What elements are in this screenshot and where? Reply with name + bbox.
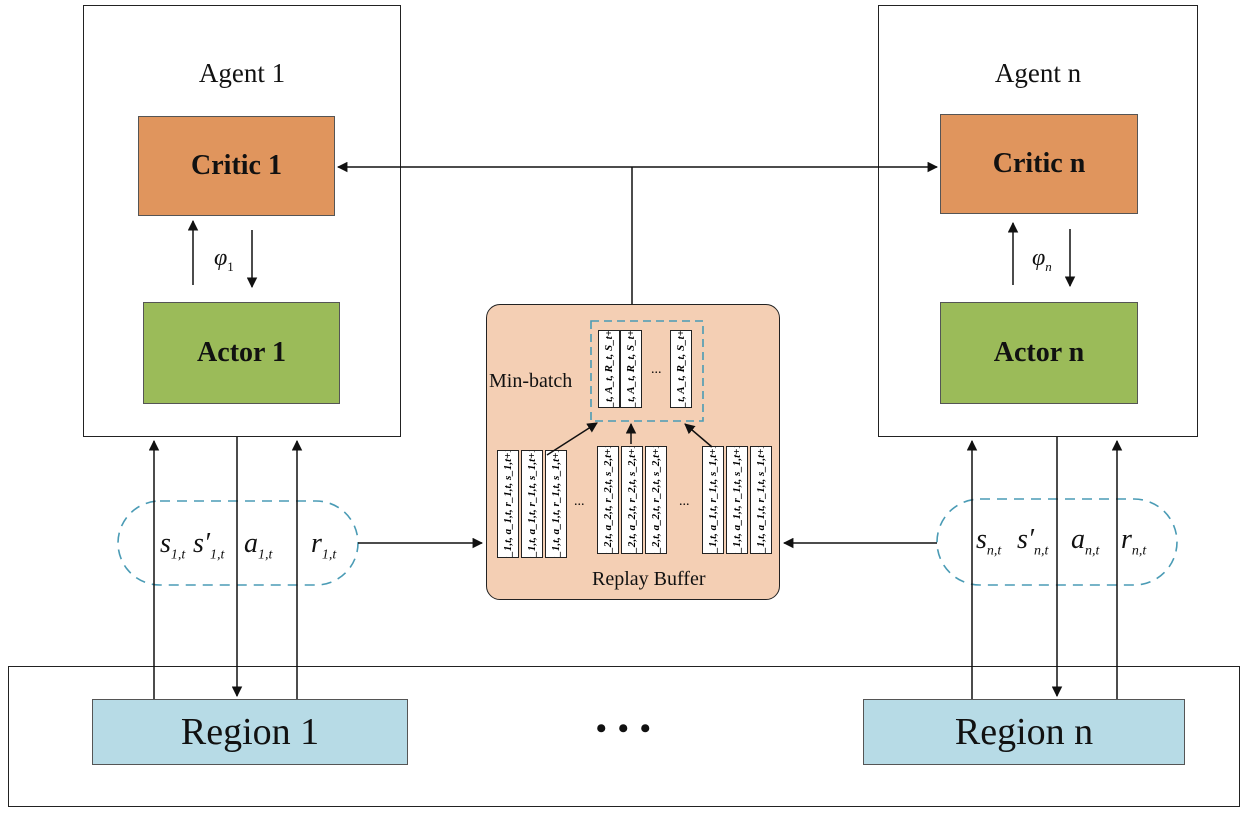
minibatch-label: Min-batch xyxy=(489,370,573,392)
critic-n-box: Critic n xyxy=(940,114,1138,214)
buffer-cell-3: (s_1,t, a_1,t, r_1,t, s_1,t+1) xyxy=(545,450,567,558)
buffer-cell-2: (s_1,t, a_1,t, r_1,t, s_1,t+1) xyxy=(521,450,543,558)
sample-arrow-3 xyxy=(684,423,713,448)
param-label-1: φ1 xyxy=(214,245,234,274)
agent-1-title: Agent 1 xyxy=(198,58,286,88)
buffer-cell-4: (s_2,t, a_2,t, r_2,t, s_2,t+1) xyxy=(597,446,619,554)
obs-1-state: s1,t xyxy=(160,528,186,563)
buffer-cell-7: (s_1,t, a_1,t, r_1,t, s_1,t+1) xyxy=(702,446,724,554)
actor-1-box: Actor 1 xyxy=(143,302,340,404)
obs-n-reward: rn,t xyxy=(1121,524,1147,559)
critic-1-box: Critic 1 xyxy=(138,116,335,216)
replay-buffer-label: Replay Buffer xyxy=(592,568,706,590)
region-1-box: Region 1 xyxy=(92,699,408,765)
region-n-box: Region n xyxy=(863,699,1185,765)
critic-sharing-connector xyxy=(336,161,939,304)
buffer-cell-8: (s_1,t, a_1,t, r_1,t, s_1,t+1) xyxy=(726,446,748,554)
obs-n-next-state: s′n,t xyxy=(1017,524,1049,559)
buffer-cell-6: (s_2,t, a_2,t, r_2,t, s_2,t+1) xyxy=(645,446,667,554)
buffer-ellipsis-1: ... xyxy=(574,494,585,509)
minibatch-cell-3: (S_t, A_t, R_t, S_t+1) xyxy=(670,330,692,408)
region-ellipsis: • • • xyxy=(596,712,653,745)
minibatch-dashed-box xyxy=(590,320,704,422)
sample-arrow-1 xyxy=(546,422,598,456)
actor-n-box: Actor n xyxy=(940,302,1138,404)
minibatch-ellipsis: ... xyxy=(651,362,662,377)
param-label-n: φn xyxy=(1032,245,1052,274)
obs-1-next-state: s′1,t xyxy=(193,528,225,563)
buffer-cell-9: (s_1,t, a_1,t, r_1,t, s_1,t+1) xyxy=(750,446,772,554)
buffer-cell-1: (s_1,t, a_1,t, r_1,t, s_1,t+1) xyxy=(497,450,519,558)
agent-n-title: Agent n xyxy=(994,58,1082,88)
minibatch-cell-2: (S_t, A_t, R_t, S_t+1) xyxy=(620,330,642,408)
minibatch-cell-1: (S_t, A_t, R_t, S_t+1) xyxy=(598,330,620,408)
obs-n-state: sn,t xyxy=(976,524,1002,559)
buffer-ellipsis-2: ... xyxy=(679,494,690,509)
buffer-cell-5: (s_2,t, a_2,t, r_2,t, s_2,t+1) xyxy=(621,446,643,554)
obs-1-reward: r1,t xyxy=(311,528,337,563)
obs-1-action: a1,t xyxy=(244,528,273,563)
obs-n-action: an,t xyxy=(1071,524,1100,559)
